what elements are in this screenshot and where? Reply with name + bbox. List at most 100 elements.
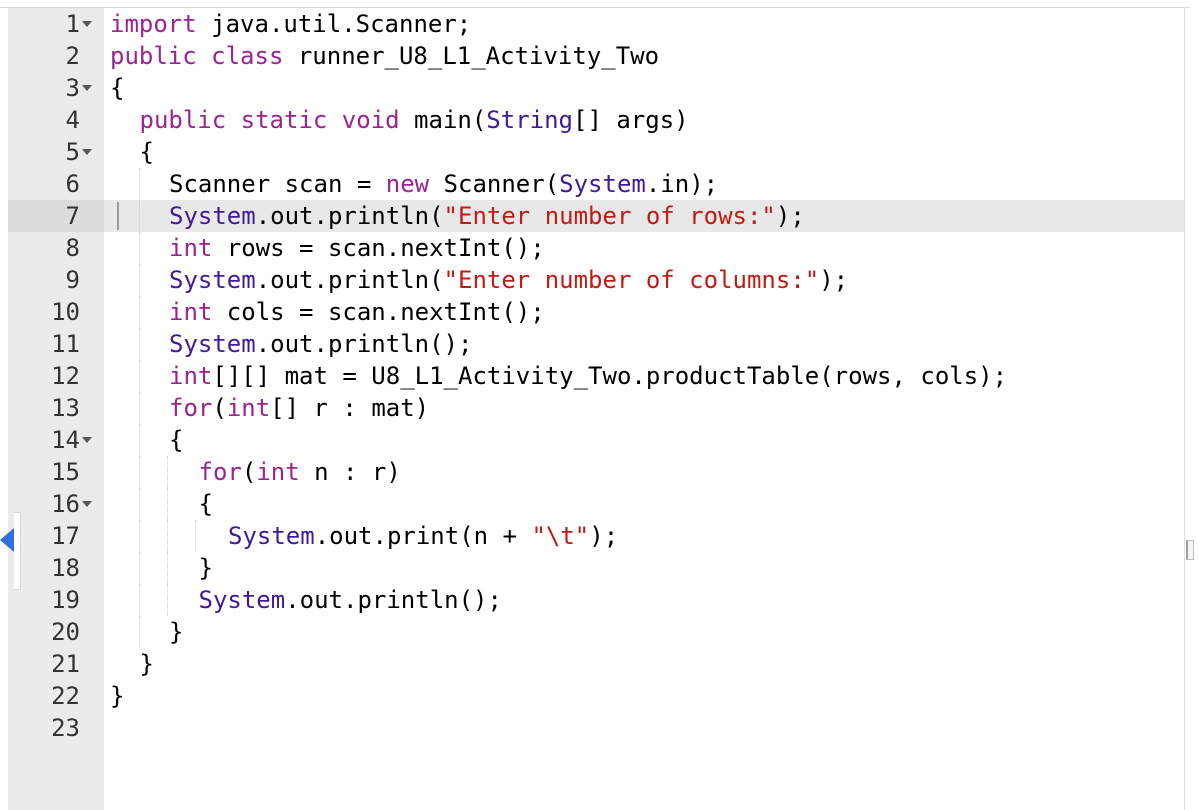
code-token: .out.println(); [255, 330, 473, 358]
line-number: 7 [65, 202, 80, 230]
code-text[interactable]: int rows = scan.nextInt(); [169, 232, 545, 264]
code-token: "Enter number of rows:" [443, 202, 776, 230]
code-line[interactable]: 16 { [0, 488, 1184, 520]
line-number: 20 [51, 618, 80, 646]
line-number: 16 [51, 490, 80, 518]
code-token: Scanner( [429, 170, 560, 198]
code-text[interactable]: public static void main(String[] args) [140, 104, 689, 136]
code-line[interactable]: 7 System.out.println("Enter number of row… [0, 200, 1184, 232]
code-text[interactable]: for(int[] r : mat) [169, 392, 429, 424]
code-text[interactable]: Scanner scan = new Scanner(System.in); [169, 168, 718, 200]
code-text[interactable]: } [169, 616, 183, 648]
code-line[interactable]: 4 public static void main(String[] args) [0, 104, 1184, 136]
code-token: java.util.Scanner; [196, 10, 472, 38]
line-number: 14 [51, 426, 80, 454]
indent-guide [139, 264, 140, 296]
active-line-gutter-highlight [8, 200, 104, 232]
code-token: { [110, 74, 125, 102]
code-token: import [110, 10, 197, 38]
indent-guide [139, 456, 140, 488]
collapse-panel-arrow-icon[interactable] [0, 528, 14, 552]
code-text[interactable]: System.out.println("Enter number of colu… [169, 264, 848, 296]
code-token: cols = scan.nextInt(); [212, 298, 545, 326]
code-token: .out.print(n + [314, 522, 532, 550]
code-text[interactable]: for(int n : r) [199, 456, 401, 488]
indent-guide [139, 552, 140, 584]
code-text[interactable]: System.out.println("Enter number of rows… [169, 200, 805, 232]
code-token: System [169, 330, 256, 358]
fold-toggle-icon[interactable] [82, 21, 92, 27]
code-line[interactable]: 1 import java.util.Scanner; [0, 8, 1184, 40]
fold-toggle-icon[interactable] [82, 149, 92, 155]
code-text[interactable]: int cols = scan.nextInt(); [169, 296, 545, 328]
code-line[interactable]: 10 int cols = scan.nextInt(); [0, 296, 1184, 328]
indent-guide [139, 296, 140, 328]
indent-guide [167, 584, 168, 616]
indent-guide [139, 328, 140, 360]
active-line-highlight [104, 200, 1184, 232]
code-token: public class [110, 42, 284, 70]
editor-right-border [1184, 8, 1185, 810]
fold-toggle-icon[interactable] [82, 437, 92, 443]
code-text[interactable]: } [110, 680, 124, 712]
code-text[interactable]: System.out.println(); [169, 328, 472, 360]
indent-guide [139, 488, 140, 520]
line-number: 19 [51, 586, 80, 614]
code-token: ( [212, 394, 227, 422]
code-token: .in); [645, 170, 719, 198]
code-text[interactable]: } [199, 552, 213, 584]
code-text[interactable]: int[][] mat = U8_L1_Activity_Two.product… [169, 360, 1007, 392]
code-line[interactable]: 14 { [0, 424, 1184, 456]
code-text[interactable]: { [169, 424, 183, 456]
line-number: 5 [65, 138, 80, 166]
code-text[interactable]: { [140, 136, 154, 168]
code-text[interactable]: { [199, 488, 213, 520]
code-line[interactable]: 5{ [0, 136, 1184, 168]
line-number: 4 [65, 106, 80, 134]
code-line[interactable]: 20} [0, 616, 1184, 648]
code-line[interactable]: 22} [0, 680, 1184, 712]
line-number: 11 [51, 330, 80, 358]
code-text[interactable]: public class runner_U8_L1_Activity_Two [110, 40, 659, 72]
code-line[interactable]: 3{ [0, 72, 1184, 104]
code-token: } [169, 618, 184, 646]
code-token: System [169, 266, 256, 294]
code-token: "\t" [531, 522, 590, 550]
code-token: .out.println(); [285, 586, 502, 614]
line-number: 21 [51, 650, 80, 678]
code-line[interactable]: 23 [0, 712, 1184, 744]
fold-toggle-icon[interactable] [82, 501, 92, 507]
fold-toggle-icon[interactable] [82, 85, 92, 91]
code-text[interactable]: import java.util.Scanner; [110, 8, 471, 40]
code-token: [] r : mat) [270, 394, 430, 422]
code-token: .out.println( [255, 266, 444, 294]
code-text[interactable]: { [110, 72, 124, 104]
line-number: 1 [65, 10, 80, 38]
code-token: rows = scan.nextInt(); [212, 234, 545, 262]
code-token: for [198, 458, 242, 486]
indent-guide [139, 392, 140, 424]
code-text[interactable]: System.out.print(n + "\t"); [228, 520, 618, 552]
indent-guide [139, 360, 140, 392]
vertical-scrollbar-handle[interactable] [1186, 540, 1194, 560]
code-text[interactable]: } [140, 648, 154, 680]
code-line[interactable]: 21} [0, 648, 1184, 680]
code-line[interactable]: 11 System.out.println(); [0, 328, 1184, 360]
code-line[interactable]: 18} [0, 552, 1184, 584]
line-number: 10 [51, 298, 80, 326]
editor-top-border [0, 0, 1190, 8]
code-line[interactable]: 19 System.out.println(); [0, 584, 1184, 616]
indent-guide [167, 520, 168, 552]
code-text[interactable]: System.out.println(); [199, 584, 502, 616]
code-token: } [110, 682, 125, 710]
